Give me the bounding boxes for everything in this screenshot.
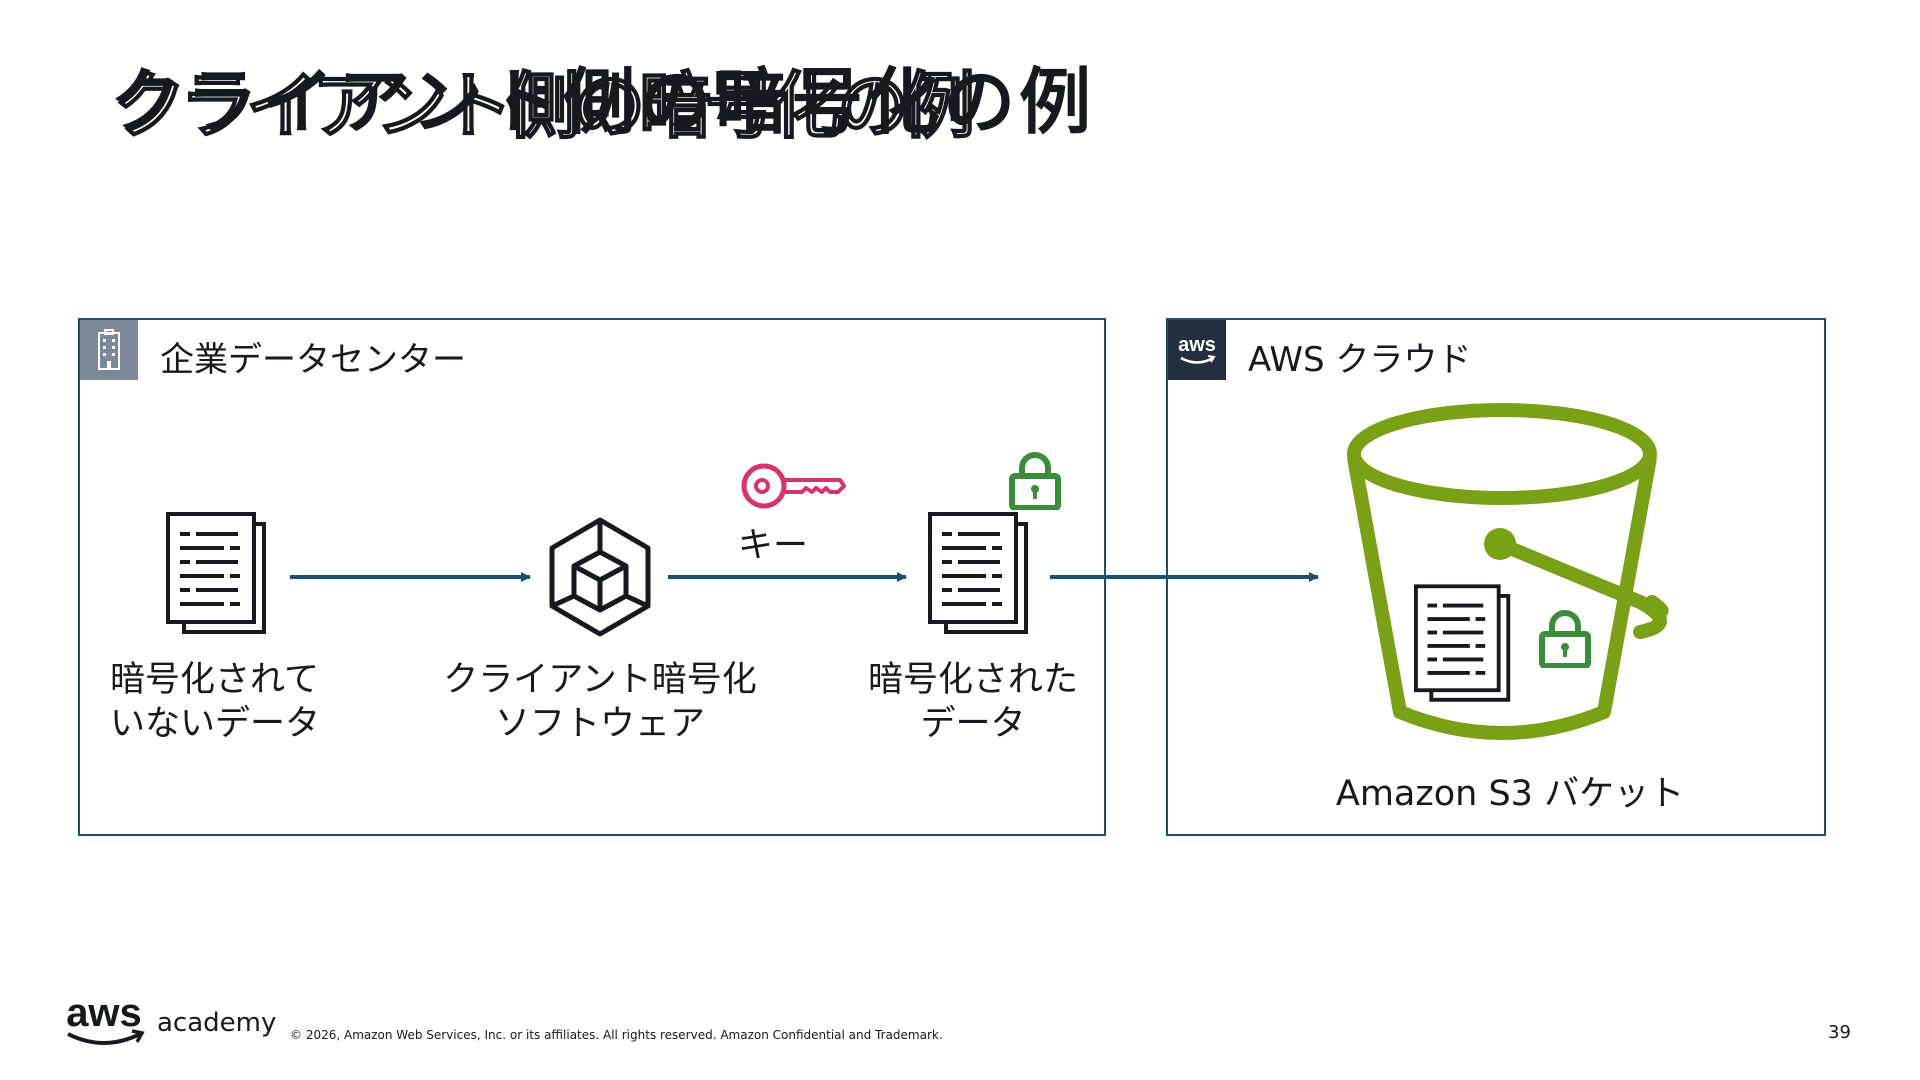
encrypted-document-icon (928, 512, 1034, 642)
bucket-lock-icon (1538, 610, 1592, 672)
aws-cloud-label: AWS クラウド (1248, 340, 1472, 380)
slide-title: クライアント側の暗号化の例 クライアント側の暗号化の例 (110, 52, 1110, 152)
software-label: クライアント暗号化 ソフトウェア (443, 660, 757, 744)
corporate-building-icon (80, 320, 138, 380)
copyright-text: © 2026, Amazon Web Services, Inc. or its… (290, 1028, 943, 1042)
s3-bucket-label: Amazon S3 バケット (1335, 774, 1685, 814)
logo-word: aws (66, 992, 142, 1035)
key-label: キー (738, 526, 809, 566)
software-cube-icon (546, 516, 654, 642)
bucket-document-icon (1414, 584, 1516, 710)
aws-footer-logo: aws (62, 991, 152, 1056)
title-text: クライアント側の暗号化の例 (110, 60, 1096, 144)
aws-logo-icon: aws (1168, 320, 1226, 380)
svg-text:aws: aws (1178, 334, 1216, 356)
key-icon (740, 458, 846, 518)
lock-icon (1008, 452, 1062, 514)
unencrypted-document-icon (166, 512, 272, 642)
page-number: 39 (1828, 1022, 1851, 1043)
title-shadow: クライアント側の暗号化の例 (113, 63, 976, 149)
unencrypted-data-label: 暗号化されて いないデータ (110, 660, 321, 744)
s3-bucket-icon (1340, 402, 1680, 758)
datacenter-label: 企業データセンター (160, 340, 466, 380)
academy-label: academy (157, 1008, 277, 1038)
encrypted-data-label: 暗号化された データ (867, 660, 1078, 744)
